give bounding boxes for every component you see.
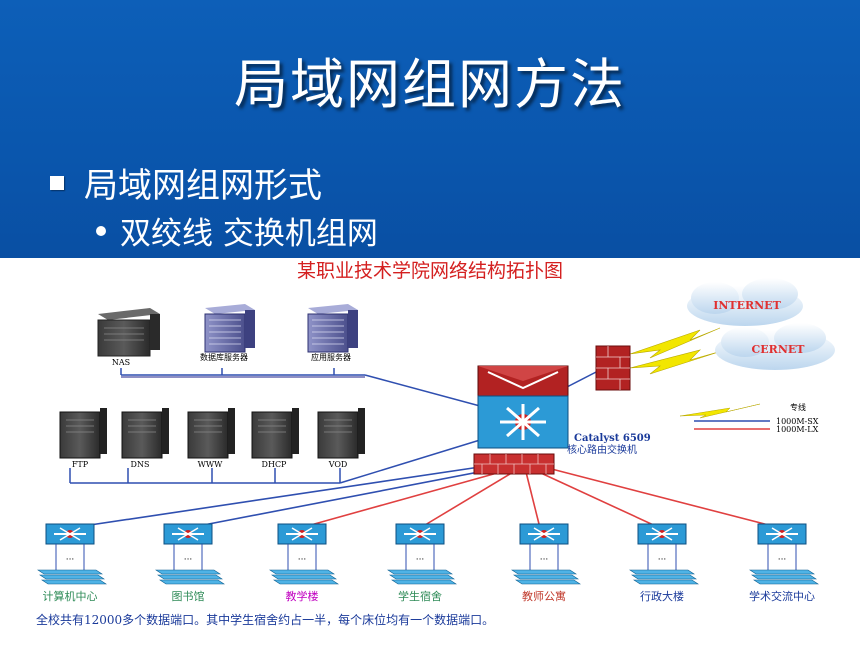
server-label-vod: VOD xyxy=(328,460,348,469)
distribution-switch-icon xyxy=(163,523,213,545)
slide-header: 局域网组网方法 局域网组网形式 双绞线 交换机组网 xyxy=(0,0,860,258)
core-switch-model: Catalyst 6509 xyxy=(574,433,651,444)
legend-title: 专线 xyxy=(790,402,806,412)
access-switch-stack-icon xyxy=(749,569,819,585)
line-legend: 专线 1000M-SX 1000M-LX xyxy=(679,402,819,434)
building-switch-group: ··· 学术交流中心 xyxy=(749,523,819,603)
www-server-icon xyxy=(187,408,235,459)
ellipsis-icon: ··· xyxy=(66,555,75,565)
internet-cloud-label: INTERNET xyxy=(713,299,781,312)
nas-server-icon xyxy=(97,308,160,357)
server-label-dns: DNS xyxy=(131,460,150,469)
building-label: 图书馆 xyxy=(172,589,205,603)
firewall-icon xyxy=(595,345,631,391)
building-label: 教师公寓 xyxy=(522,589,566,603)
access-switch-stack-icon xyxy=(511,569,581,585)
core-switch-name: 核心路由交换机 xyxy=(567,443,637,456)
building-switch-group: ··· 行政大楼 xyxy=(629,523,699,603)
round-bullet-icon xyxy=(96,225,106,236)
vod-server-icon xyxy=(317,408,365,459)
square-bullet-icon xyxy=(50,175,64,190)
legend-line2: 1000M-LX xyxy=(776,425,819,434)
cernet-cloud-label: CERNET xyxy=(752,343,806,356)
bullet-level-1-text: 局域网组网形式 xyxy=(84,166,322,206)
building-label: 学生宿舍 xyxy=(398,589,442,603)
diagram-title: 某职业技术学院网络结构拓扑图 xyxy=(297,260,563,282)
distribution-switch-icon xyxy=(395,523,445,545)
building-switch-groups: ··· 计算机中心 ··· 图书馆 ··· 教学楼 ··· 学生宿舍 ··· 教师公寓 ··· 行政大… xyxy=(37,523,819,603)
ellipsis-icon: ··· xyxy=(416,555,425,565)
access-switch-stack-icon xyxy=(629,569,699,585)
distribution-switch-icon xyxy=(277,523,327,545)
building-switch-group: ··· 计算机中心 xyxy=(37,523,107,603)
access-switch-stack-icon xyxy=(269,569,339,585)
building-switch-group: ··· 学生宿舍 xyxy=(387,523,457,603)
distribution-switch-icon xyxy=(637,523,687,545)
distribution-switch-icon xyxy=(757,523,807,545)
building-switch-group: ··· 教师公寓 xyxy=(511,523,581,603)
core-switch-icon xyxy=(473,365,569,475)
server-label-www: WWW xyxy=(198,460,223,469)
server-label-dhcp: DHCP xyxy=(262,460,288,469)
slide-title: 局域网组网方法 xyxy=(234,53,626,116)
bullet-level-1: 局域网组网形式 xyxy=(50,158,322,207)
wan-lightning-icon xyxy=(629,327,726,375)
ellipsis-icon: ··· xyxy=(298,555,307,565)
legend-line1: 1000M-SX xyxy=(776,417,819,426)
access-switch-stack-icon xyxy=(37,569,107,585)
bullet-level-2: 双绞线 交换机组网 xyxy=(96,208,378,253)
ellipsis-icon: ··· xyxy=(540,555,549,565)
access-switch-stack-icon xyxy=(155,569,225,585)
ellipsis-icon: ··· xyxy=(778,555,787,565)
dns-server-icon xyxy=(121,408,169,459)
ellipsis-icon: ··· xyxy=(658,555,667,565)
internet-cloud-icon xyxy=(687,278,803,326)
building-switch-group: ··· 图书馆 xyxy=(155,523,225,603)
ftp-server-icon xyxy=(59,408,107,459)
distribution-switch-icon xyxy=(45,523,95,545)
server-links xyxy=(69,368,481,484)
building-label: 学术交流中心 xyxy=(749,589,815,603)
cernet-cloud-icon xyxy=(715,323,835,370)
application-server-icon xyxy=(307,304,358,353)
building-label: 行政大楼 xyxy=(640,589,684,603)
legend-lightning-icon xyxy=(679,403,761,419)
server-label-app: 应用服务器 xyxy=(311,352,351,362)
building-links xyxy=(69,463,781,529)
database-server-icon xyxy=(204,304,255,353)
access-switch-stack-icon xyxy=(387,569,457,585)
diagram-footer-note: 全校共有12000多个数据端口。其中学生宿舍约占一半，每个床位均有一个数据端口。 xyxy=(36,612,494,627)
distribution-switch-icon xyxy=(519,523,569,545)
dhcp-server-icon xyxy=(251,408,299,459)
building-switch-group: ··· 教学楼 xyxy=(269,523,339,603)
server-label-ftp: FTP xyxy=(72,460,89,469)
building-label: 教学楼 xyxy=(286,589,319,603)
ellipsis-icon: ··· xyxy=(184,555,193,565)
server-label-db: 数据库服务器 xyxy=(200,352,248,362)
bullet-level-2-text: 双绞线 交换机组网 xyxy=(120,216,378,252)
building-label: 计算机中心 xyxy=(43,589,98,603)
network-topology-diagram: 某职业技术学院网络结构拓扑图 INTERNET xyxy=(36,260,835,627)
core-to-firewall-link xyxy=(564,369,601,389)
server-label-nas: NAS xyxy=(112,358,130,367)
